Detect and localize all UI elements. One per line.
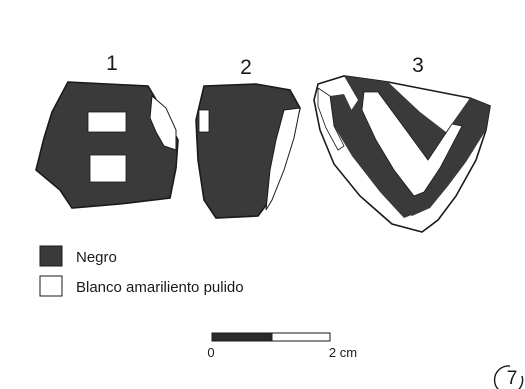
sherd-3-black-band-inner — [330, 94, 414, 218]
sherd-2-white-left-band — [198, 109, 210, 133]
scale-bar-black-segment — [211, 332, 273, 342]
legend-swatch-blanco — [39, 275, 63, 297]
sherd-1-number: 1 — [106, 52, 118, 75]
legend-label-blanco: Blanco amariliento pulido — [76, 279, 244, 296]
sherd-2-white-right — [265, 107, 301, 211]
legend-swatch-negro — [39, 245, 63, 267]
legend-label-negro: Negro — [76, 249, 117, 266]
sherd-1-white-edge — [149, 94, 177, 151]
legend: Negro Blanco amariliento pulido — [39, 245, 244, 297]
sherd-1-white-band-lower — [89, 154, 127, 183]
plate-number: 7 — [507, 368, 518, 389]
sherd-3-white-stripe — [361, 91, 463, 197]
sherd-2: 2 — [195, 56, 301, 219]
sherd-2-number: 2 — [240, 56, 252, 79]
scale-bar: 0 2 cm — [207, 332, 357, 360]
sherd-1-body — [35, 81, 179, 209]
sherd-3: 3 — [313, 54, 491, 233]
plate-number-badge: 7 — [493, 365, 524, 389]
scale-label-start: 0 — [207, 345, 214, 360]
sherd-3-white-left — [317, 87, 345, 151]
sherd-1: 1 — [35, 52, 179, 209]
sherd-1-white-band-upper — [87, 111, 127, 133]
sherd-3-number: 3 — [412, 54, 424, 77]
scale-label-end: 2 cm — [329, 345, 357, 360]
scale-bar-white-segment — [271, 332, 331, 342]
plate-number-circle — [493, 365, 524, 389]
